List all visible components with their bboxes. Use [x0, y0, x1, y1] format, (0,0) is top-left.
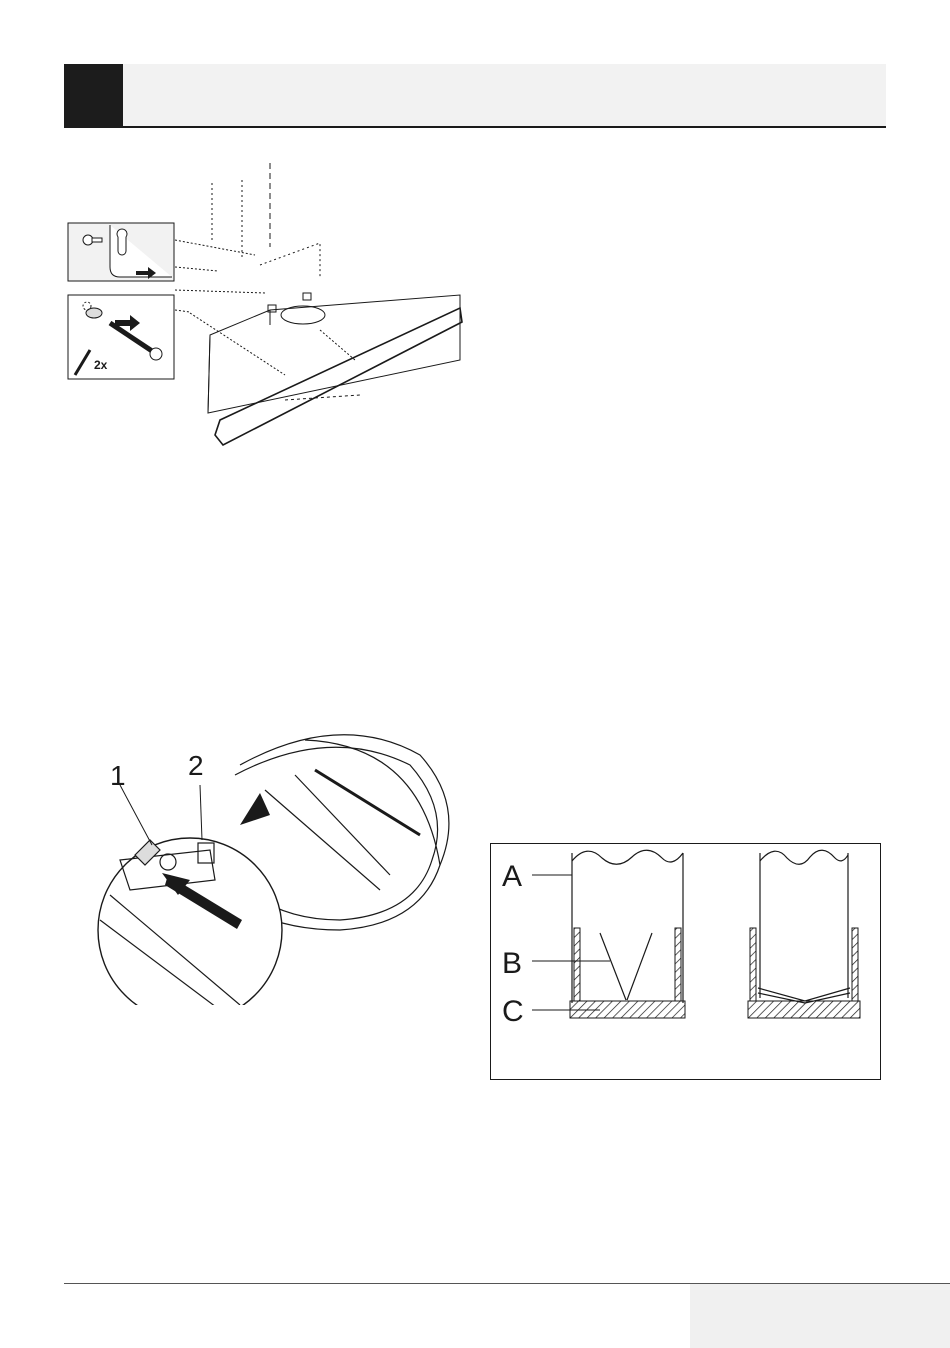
push-arrow-small	[240, 793, 270, 825]
figure-hood-mounting: 2x	[60, 155, 480, 455]
callout-1: 1	[110, 760, 126, 791]
hood-mounting-drawing: 2x	[60, 155, 480, 455]
inset-keyhole-bracket	[68, 223, 174, 281]
label-a: A	[502, 860, 522, 893]
section-number-block	[64, 64, 123, 128]
clip-removal-drawing: 1 2	[90, 715, 470, 1005]
filter-drawing: A B C	[490, 843, 882, 1081]
callout-2: 2	[188, 750, 204, 781]
inset-screw-anchor: 2x	[68, 295, 174, 379]
figure-clip-removal: 1 2	[90, 715, 470, 1005]
label-b: B	[502, 947, 522, 980]
count-label: 2x	[94, 358, 108, 372]
figure-filter-diagram: A B C	[490, 843, 882, 1081]
section-header-bar	[64, 64, 886, 128]
footer-page-box	[690, 1284, 950, 1348]
label-c: C	[502, 995, 524, 1028]
